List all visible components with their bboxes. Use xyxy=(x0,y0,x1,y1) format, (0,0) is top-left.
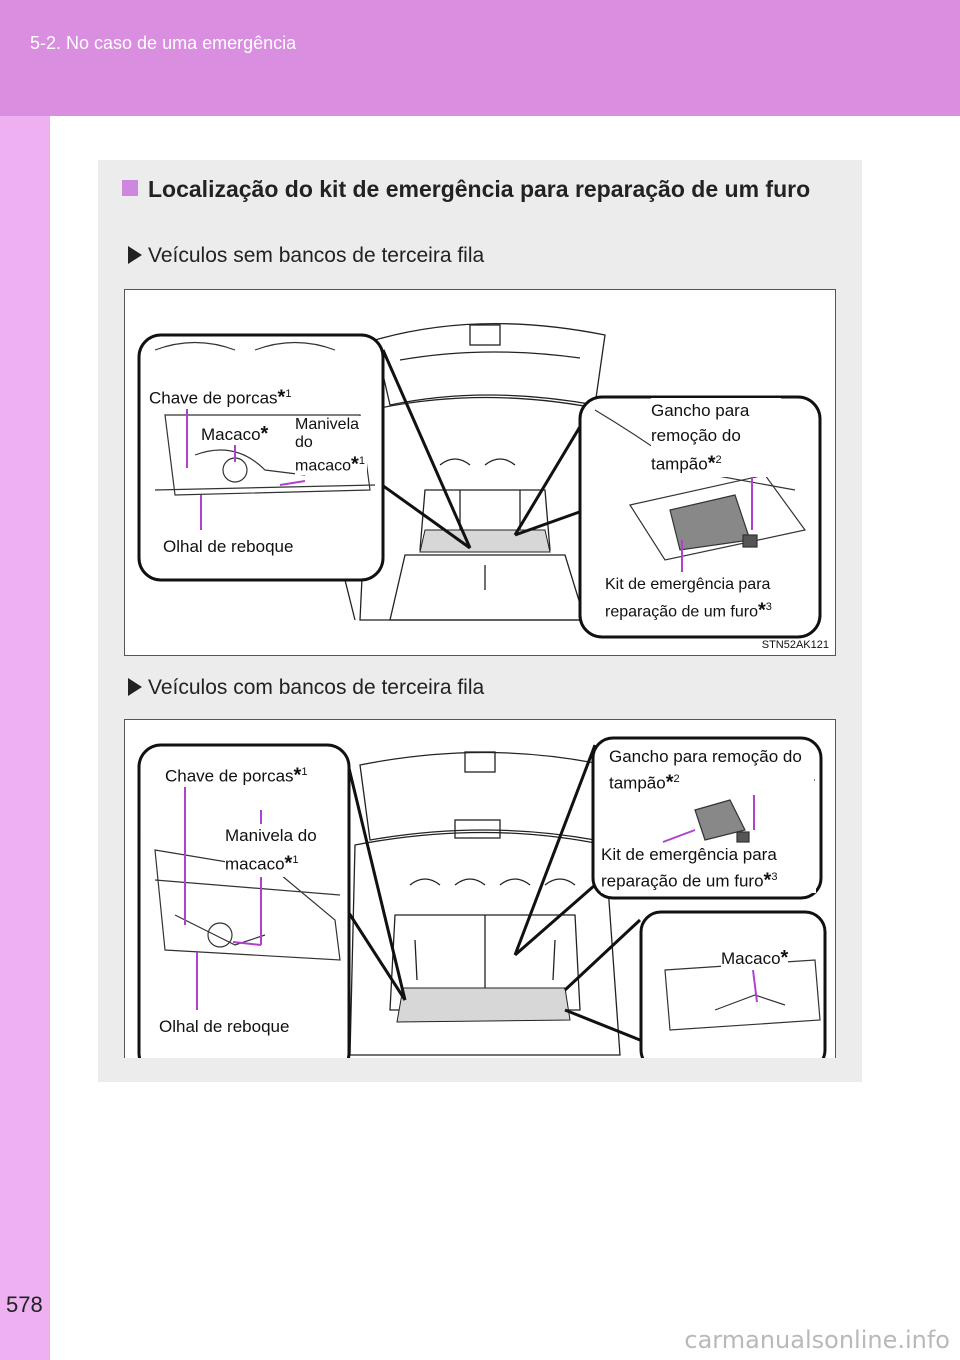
section-title-text: Localização do kit de emergência para re… xyxy=(148,176,811,202)
label-macaco: Macaco* xyxy=(201,423,269,445)
page-number: 578 xyxy=(6,1292,43,1317)
figure-third-row: Chave de porcas*1 Manivela do macaco*1 O… xyxy=(124,719,836,1058)
arrow-right-icon xyxy=(128,678,142,696)
label-olhal-de-reboque: Olhal de reboque xyxy=(163,537,294,556)
label-kit-emergencia: Kit de emergência para reparação de um f… xyxy=(601,844,816,893)
label-manivela-do-macaco: Manivela do macaco*1 xyxy=(295,416,367,476)
header-title: 5-2. No caso de uma emergência xyxy=(30,33,297,53)
label-gancho-tampao: Gancho para remoção do tampão*2 xyxy=(651,398,781,477)
arrow-right-icon xyxy=(128,246,142,264)
label-chave-de-porcas: Chave de porcas*1 xyxy=(165,762,308,787)
label-chave-de-porcas: Chave de porcas*1 xyxy=(149,384,292,409)
label-manivela-do-macaco: Manivela do macaco*1 xyxy=(225,824,335,877)
label-macaco: Macaco* xyxy=(721,947,789,969)
figure-no-third-row: Chave de porcas*1 Macaco* Manivela do ma… xyxy=(124,289,836,656)
subheading-third-row: Veículos com bancos de terceira fila xyxy=(128,676,484,700)
page-header: 5-2. No caso de uma emergência xyxy=(0,0,960,116)
watermark: carmanualsonline.info xyxy=(684,1326,950,1354)
subheading-no-third-row: Veículos sem bancos de terceira fila xyxy=(128,244,484,268)
label-olhal-de-reboque: Olhal de reboque xyxy=(159,1017,290,1036)
figure-code: STN52AK121 xyxy=(761,639,829,651)
label-gancho-tampao: Gancho para remoção do tampão*2 xyxy=(609,746,814,795)
section-title: Localização do kit de emergência para re… xyxy=(122,172,832,206)
side-strip xyxy=(0,116,50,1360)
label-kit-emergencia: Kit de emergência para reparação de um f… xyxy=(605,574,815,624)
square-bullet-icon xyxy=(122,180,138,196)
